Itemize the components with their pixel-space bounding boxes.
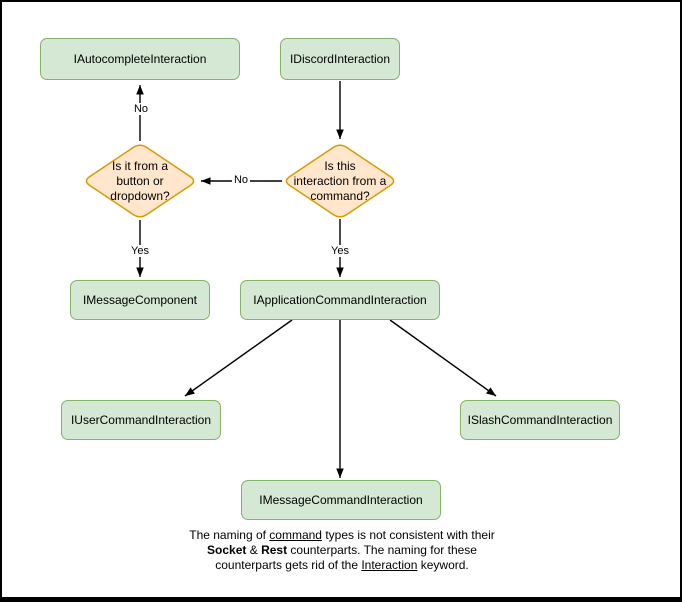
- diamond-shape: [85, 144, 195, 218]
- note-segment: counterparts. The naming for these: [287, 543, 477, 557]
- node-application-command-interaction: IApplicationCommandInteraction: [240, 280, 440, 320]
- edge-to-usercommand: [184, 319, 293, 397]
- node-discord-interaction: IDiscordInteraction: [280, 38, 400, 80]
- node-message-component: IMessageComponent: [70, 280, 210, 320]
- decision-label: Is this interaction from a command?: [282, 142, 398, 220]
- diamond-shape: [285, 144, 395, 218]
- note-segment: keyword.: [417, 558, 469, 572]
- note-segment: counterparts gets rid of the: [215, 558, 362, 572]
- edge-label-yes-right: Yes: [329, 245, 351, 257]
- note-text: The naming of command types is not consi…: [162, 528, 522, 573]
- node-slash-command-interaction: ISlashCommandInteraction: [460, 400, 620, 440]
- decision-line: Is it from a: [111, 158, 168, 173]
- note-line-1: The naming of command types is not consi…: [162, 528, 522, 543]
- node-autocomplete-interaction: IAutocompleteInteraction: [40, 38, 240, 80]
- note-segment: The naming of: [189, 528, 270, 542]
- decision-line: command?: [310, 188, 370, 203]
- note-line-3: counterparts gets rid of the Interaction…: [162, 558, 522, 573]
- note-segment: &: [246, 543, 262, 557]
- decision-from-command: Is this interaction from a command?: [282, 142, 398, 220]
- note-segment-underline: command: [269, 528, 322, 542]
- edge-label-no-top: No: [131, 103, 151, 115]
- decision-line: button or: [116, 173, 164, 188]
- edge-to-slashcommand: [389, 319, 497, 397]
- node-user-command-interaction: IUserCommandInteraction: [61, 400, 221, 440]
- decision-line: dropdown?: [110, 188, 170, 203]
- note-segment-underline: Interaction: [361, 558, 418, 572]
- decision-line: Is this: [324, 158, 356, 173]
- note-line-2: Socket & Rest counterparts. The naming f…: [162, 543, 522, 558]
- decision-button-or-dropdown: Is it from a button or dropdown?: [82, 142, 198, 220]
- decision-line: interaction from a: [293, 173, 387, 188]
- note-segment: types is not consistent with their: [321, 528, 495, 542]
- node-message-command-interaction: IMessageCommandInteraction: [241, 480, 441, 520]
- note-segment-bold: Socket: [207, 543, 247, 557]
- edge-label-yes-left: Yes: [129, 245, 151, 257]
- decision-label: Is it from a button or dropdown?: [82, 142, 198, 220]
- edge-label-no-mid: No: [231, 174, 251, 186]
- note-segment-bold: Rest: [261, 543, 288, 557]
